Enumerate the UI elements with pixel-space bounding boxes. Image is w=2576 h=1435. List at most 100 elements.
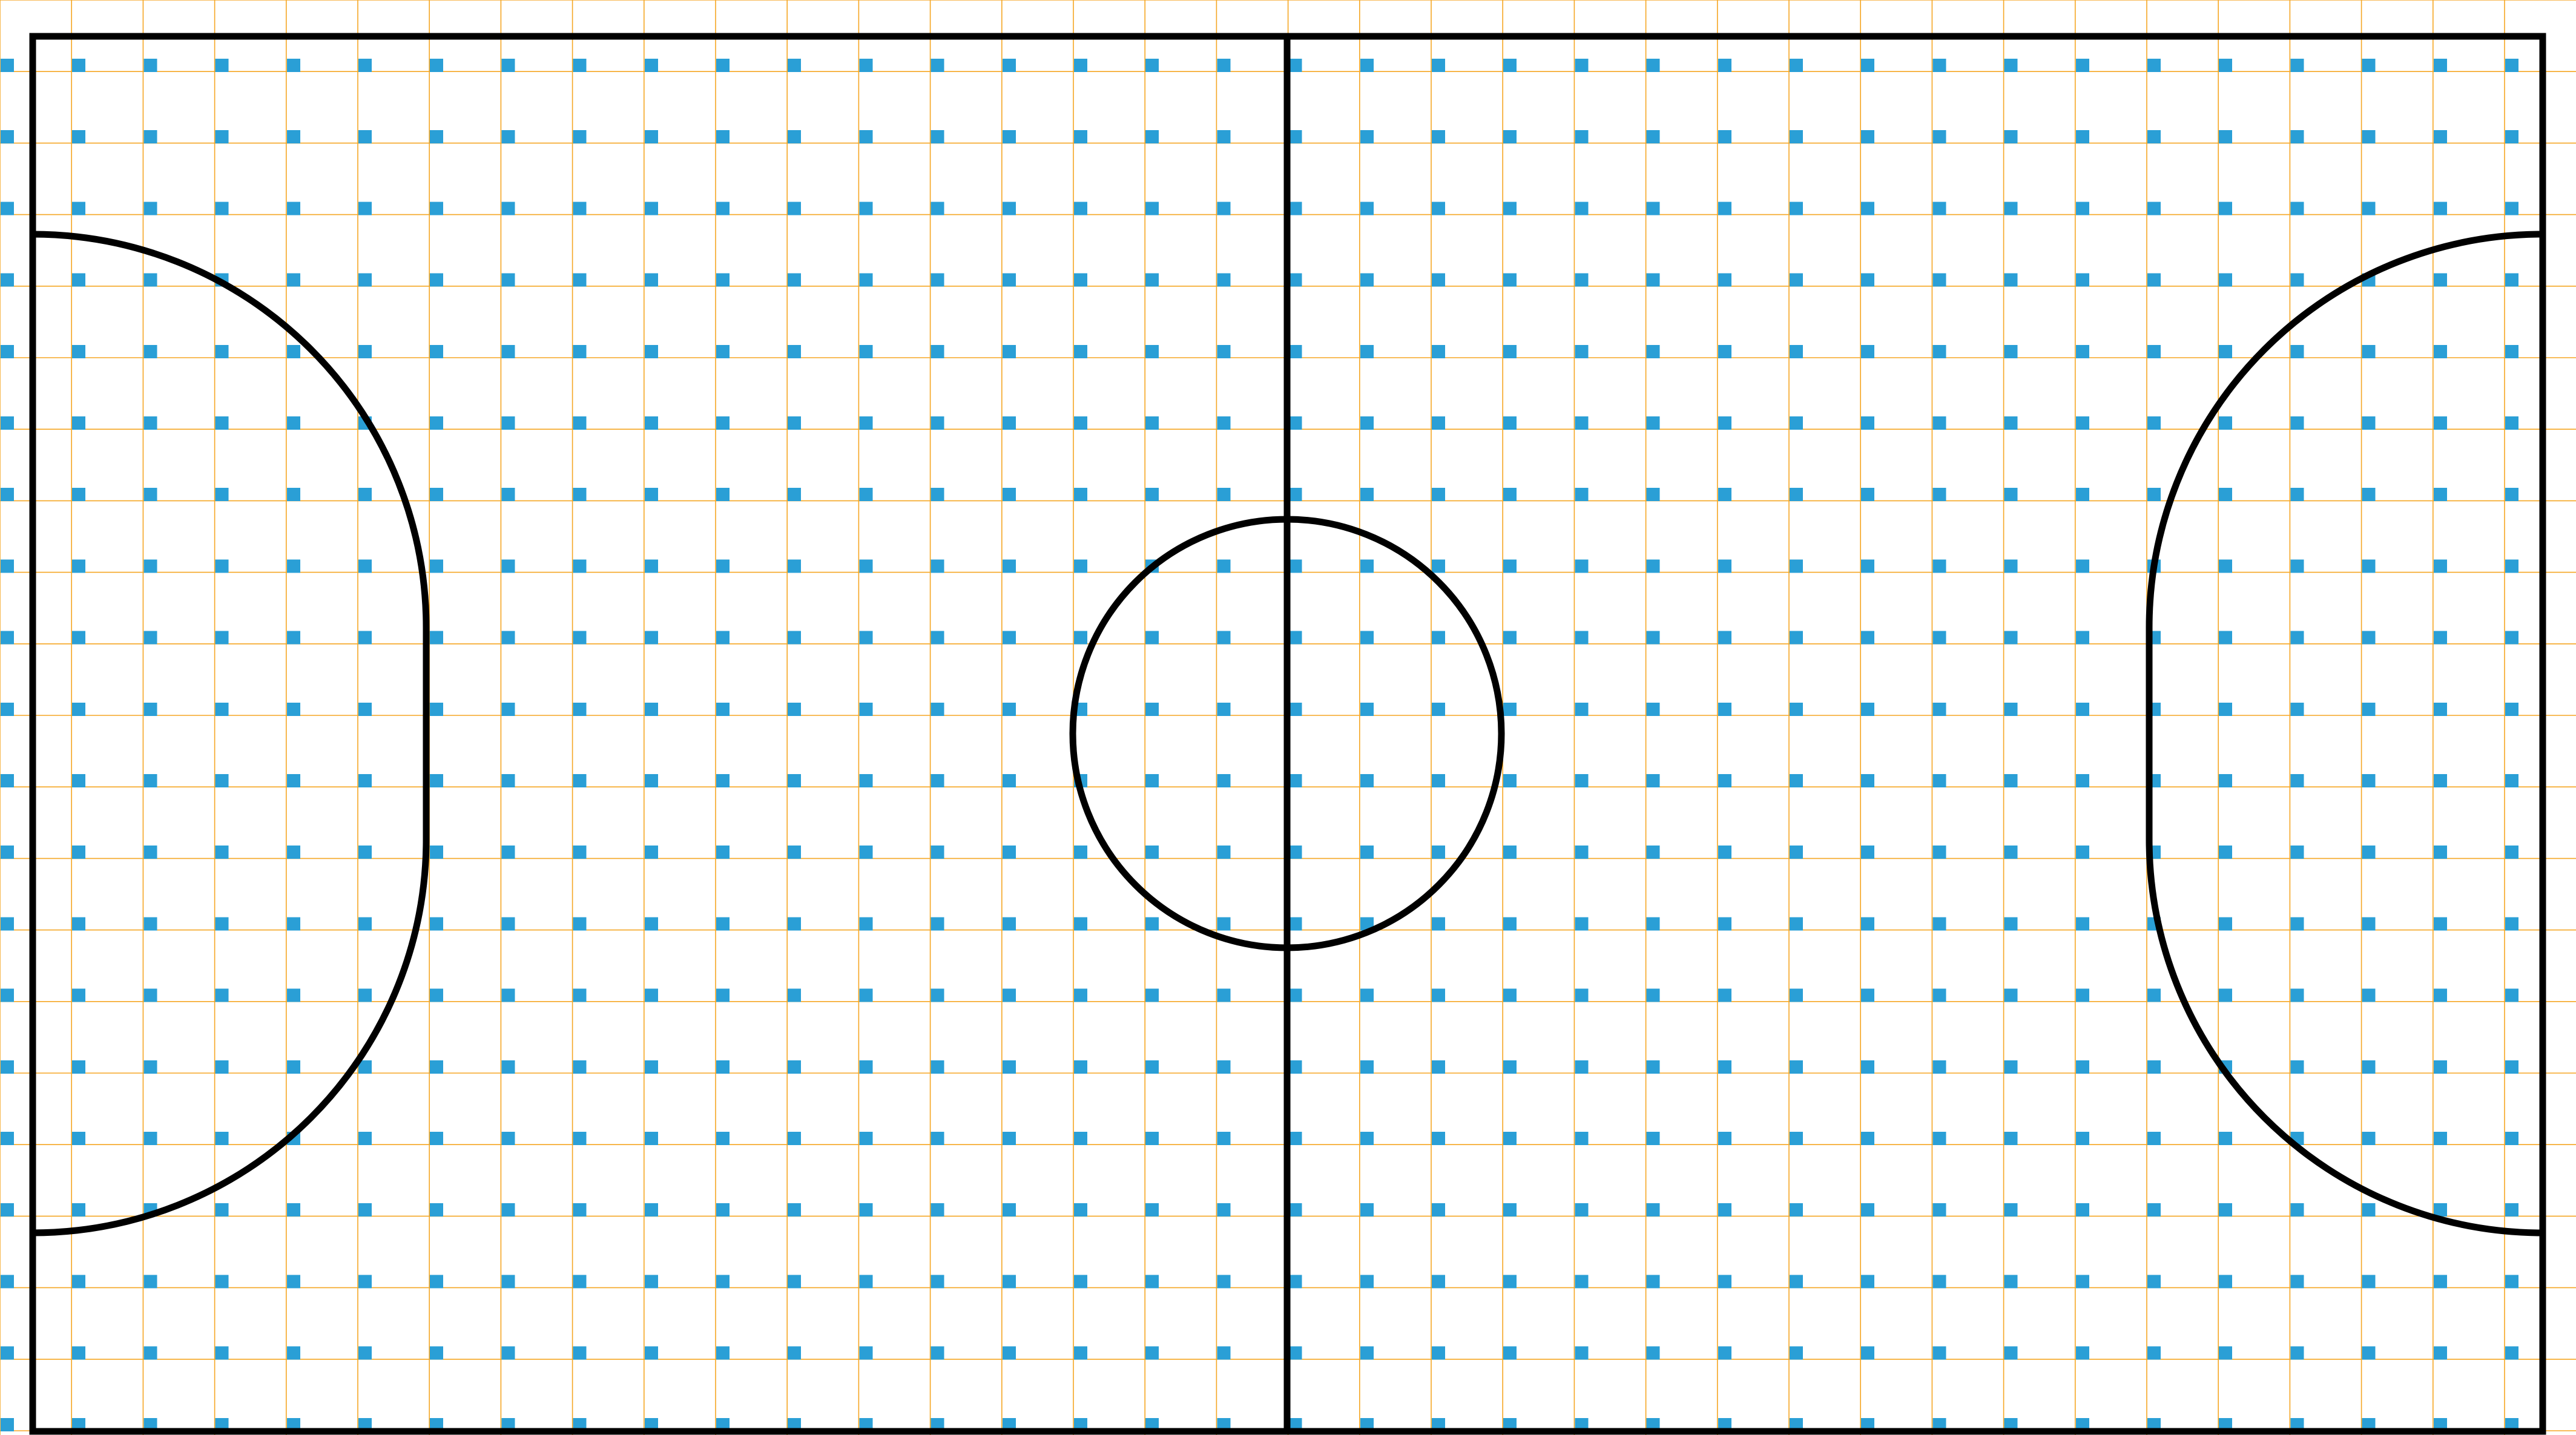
grid-dot (573, 59, 587, 72)
grid-dot (716, 846, 730, 859)
grid-dot (286, 917, 300, 931)
grid-dot (215, 774, 229, 787)
grid-dot (501, 202, 515, 215)
grid-dot (1503, 59, 1517, 72)
grid-dot (2362, 344, 2376, 358)
grid-dot (573, 702, 587, 716)
grid-dot (1360, 702, 1374, 716)
grid-dot (1002, 1346, 1016, 1360)
grid-dot (215, 988, 229, 1002)
grid-dot (2004, 988, 2018, 1002)
grid-dot (143, 202, 157, 215)
grid-dot (501, 1203, 515, 1217)
grid-dot (1575, 1346, 1589, 1360)
grid-dot (1575, 559, 1589, 573)
grid-dot (1575, 846, 1589, 859)
grid-dot (1575, 344, 1589, 358)
grid-dot (2362, 1346, 2376, 1360)
grid-dot (716, 344, 730, 358)
grid-dot (1503, 774, 1517, 787)
grid-dot (1360, 1132, 1374, 1145)
grid-dot (788, 1203, 802, 1217)
grid-dot (573, 1417, 587, 1431)
grid-dot (72, 273, 86, 287)
grid-dot (716, 631, 730, 645)
grid-dot (2147, 1203, 2161, 1217)
grid-dot (2505, 202, 2518, 215)
grid-dot (2290, 917, 2304, 931)
grid-dot (1002, 631, 1016, 645)
grid-dot (358, 988, 372, 1002)
grid-dot (1432, 488, 1445, 502)
grid-dot (2075, 917, 2089, 931)
grid-dot (2219, 202, 2233, 215)
grid-dot (143, 774, 157, 787)
grid-dot (2505, 559, 2518, 573)
grid-dot (2290, 559, 2304, 573)
grid-dot (2505, 774, 2518, 787)
grid-dot (358, 1060, 372, 1074)
grid-dot (1646, 631, 1660, 645)
grid-dot (1861, 1203, 1875, 1217)
grid-dot (501, 1346, 515, 1360)
grid-dot (358, 559, 372, 573)
grid-dot (644, 416, 658, 430)
grid-dot (716, 273, 730, 287)
grid-dot (716, 774, 730, 787)
grid-dot (215, 1132, 229, 1145)
grid-dot (716, 917, 730, 931)
grid-dot (2147, 1060, 2161, 1074)
grid-dot (2004, 202, 2018, 215)
grid-dot (931, 846, 944, 859)
grid-dot (1503, 631, 1517, 645)
grid-dot (501, 130, 515, 144)
grid-dot (1217, 702, 1231, 716)
grid-dot (143, 1417, 157, 1431)
grid-dot (788, 1417, 802, 1431)
grid-dot (1288, 702, 1302, 716)
grid-dot (2075, 273, 2089, 287)
grid-dot (1360, 1417, 1374, 1431)
grid-dot (501, 917, 515, 931)
grid-dot (286, 1346, 300, 1360)
grid-dot (1360, 917, 1374, 931)
grid-dot (1503, 1060, 1517, 1074)
grid-dot (1932, 988, 1946, 1002)
grid-dot (72, 846, 86, 859)
grid-dot (2219, 1275, 2233, 1289)
grid-dot (1503, 1417, 1517, 1431)
grid-dot (1002, 202, 1016, 215)
grid-dot (1074, 344, 1087, 358)
grid-dot (2075, 1132, 2089, 1145)
grid-dot (1217, 1132, 1231, 1145)
grid-dot (859, 631, 873, 645)
grid-dot (1217, 202, 1231, 215)
grid-dot (2505, 1417, 2518, 1431)
grid-dot (2219, 774, 2233, 787)
grid-dot (430, 344, 444, 358)
grid-dot (644, 273, 658, 287)
grid-dot (2505, 130, 2518, 144)
grid-dot (931, 59, 944, 72)
grid-dot (788, 917, 802, 931)
grid-dot (1145, 59, 1159, 72)
grid-dot (501, 273, 515, 287)
grid-dot (143, 273, 157, 287)
grid-dot (644, 559, 658, 573)
grid-dot (1217, 1275, 1231, 1289)
grid-dot (1432, 59, 1445, 72)
grid-dot (143, 344, 157, 358)
grid-dot (2505, 488, 2518, 502)
grid-dot (1360, 416, 1374, 430)
grid-dot (573, 917, 587, 931)
grid-dot (2147, 59, 2161, 72)
grid-dot (2004, 1275, 2018, 1289)
grid-dot (430, 1203, 444, 1217)
grid-dot (1, 344, 14, 358)
grid-dot (1217, 917, 1231, 931)
grid-dot (1503, 416, 1517, 430)
grid-dot (1503, 1203, 1517, 1217)
grid-dot (1861, 702, 1875, 716)
grid-dot (788, 1346, 802, 1360)
grid-dot (1932, 1203, 1946, 1217)
